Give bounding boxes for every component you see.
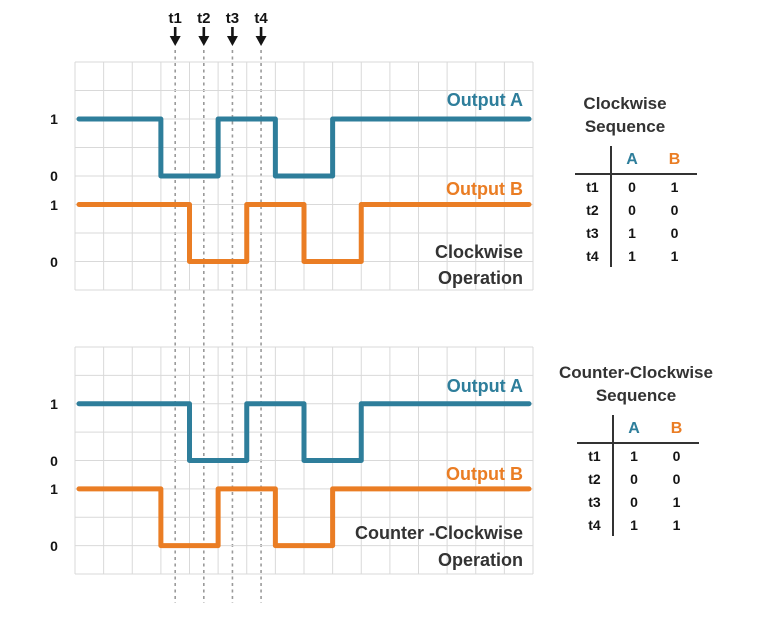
table-cell-a: 1 — [628, 224, 636, 241]
down-arrow-icon — [226, 27, 238, 46]
table-cell-b: 1 — [672, 493, 681, 510]
table-cell-a: 0 — [630, 470, 638, 487]
table-cell-b: 1 — [670, 247, 679, 264]
table-cell-b: 0 — [672, 470, 681, 487]
axis-level-label: 1 — [50, 196, 58, 213]
table-header-b: B — [654, 415, 699, 444]
caption-line-2: Operation — [437, 550, 523, 570]
table-row-label: t1 — [575, 175, 612, 198]
axis-level-label: 1 — [50, 480, 58, 497]
output-a-label-clockwise: Output A — [446, 90, 523, 110]
table-row-label: t2 — [575, 198, 612, 221]
title-line-1: Clockwise — [583, 94, 667, 113]
down-arrow-icon — [198, 27, 210, 46]
marker-label: t3 — [226, 10, 239, 27]
counter-clockwise-sequence-title: Counter-Clockwise Sequence — [556, 361, 716, 407]
marker-label: t1 — [169, 10, 182, 27]
table-cell-a: 0 — [628, 178, 636, 195]
axis-level-label: 0 — [50, 253, 58, 270]
table-row-label: t1 — [577, 444, 614, 467]
table-cell-a: 0 — [628, 201, 636, 218]
output-a-label-counter-clockwise: Output A — [446, 376, 523, 396]
axis-level-label: 1 — [50, 395, 58, 412]
table-cell-b: 1 — [672, 516, 681, 533]
table-header-a: A — [614, 415, 654, 444]
table-header-corner — [577, 415, 614, 444]
table-cell-b: 1 — [670, 178, 679, 195]
counter-clockwise-operation-caption: Counter -Clockwise Operation — [355, 520, 523, 574]
axis-level-label: 1 — [50, 111, 58, 127]
title-line-2: Sequence — [595, 386, 677, 405]
output-a-waveform — [76, 401, 532, 463]
table-cell-a: 0 — [630, 493, 638, 510]
axis-level-label: 0 — [50, 452, 58, 469]
output-b-label-counter-clockwise: Output B — [446, 464, 523, 484]
output-b-waveform — [76, 486, 532, 549]
axis-level-label: 0 — [50, 537, 58, 554]
down-arrow-icon — [169, 27, 181, 46]
axis-level-label: 0 — [50, 168, 58, 184]
table-row-label: t4 — [575, 244, 612, 267]
table-row-label: t3 — [577, 490, 614, 513]
caption-line-1: Clockwise — [434, 242, 523, 262]
table-header-b: B — [652, 146, 697, 175]
table-cell-a: 1 — [630, 516, 638, 533]
table-cell-a: 1 — [628, 247, 636, 264]
clockwise-operation-caption: Clockwise Operation — [435, 239, 523, 291]
output-a-waveform — [76, 116, 532, 179]
table-row-label: t2 — [577, 467, 614, 490]
table-header-a: A — [612, 146, 652, 175]
counter-clockwise-waveform-plot — [74, 346, 534, 575]
output-b-label-clockwise: Output B — [446, 179, 523, 199]
caption-line-2: Operation — [437, 268, 523, 288]
table-cell-b: 0 — [672, 447, 681, 464]
down-arrow-icon — [255, 27, 267, 46]
title-line-2: Sequence — [584, 117, 666, 136]
marker-label: t2 — [197, 10, 210, 27]
caption-line-1: Counter -Clockwise — [354, 523, 523, 543]
table-cell-b: 0 — [670, 201, 679, 218]
output-b-waveform — [76, 202, 532, 264]
clockwise-waveform-plot — [74, 61, 534, 291]
title-line-1: Counter-Clockwise — [559, 363, 713, 382]
table-header-corner — [575, 146, 612, 175]
clockwise-sequence-title: Clockwise Sequence — [555, 92, 695, 138]
table-row-label: t3 — [575, 221, 612, 244]
marker-label: t4 — [254, 10, 268, 27]
table-cell-a: 1 — [630, 447, 638, 464]
table-cell-b: 0 — [670, 224, 679, 241]
table-row-label: t4 — [577, 513, 614, 536]
